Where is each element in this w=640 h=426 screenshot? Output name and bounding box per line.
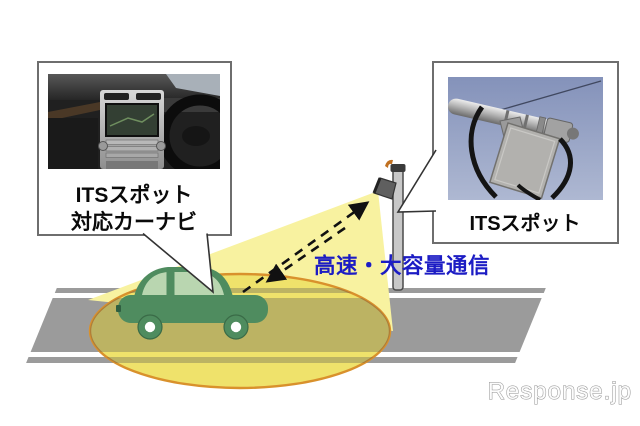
nav-screen xyxy=(105,103,159,137)
pole-top-accent xyxy=(385,159,393,168)
antenna-pole xyxy=(372,159,406,291)
car-icon xyxy=(116,267,268,340)
antenna-head-tip xyxy=(372,177,382,194)
wood-trim xyxy=(48,102,100,121)
cable-right xyxy=(550,137,573,200)
roadside-antenna-photo xyxy=(448,77,603,200)
carnav-callout: ITSスポット 対応カーナビ xyxy=(37,61,232,294)
car-front-detail xyxy=(116,305,121,312)
car-navigation-photo xyxy=(48,74,220,169)
itsspot-callout-label: ITSスポット xyxy=(469,211,580,235)
cable-bottom xyxy=(516,183,542,200)
audio-slat-1 xyxy=(105,139,159,145)
console-knob-left xyxy=(98,141,108,151)
steering-hub xyxy=(182,126,210,146)
car-wheel-front xyxy=(137,314,163,340)
carnav-callout-label-line1: ITSスポット xyxy=(76,183,193,207)
console-lower xyxy=(106,161,158,169)
beam-speed-label: 高速・大容量通信 xyxy=(314,253,490,278)
rsu-box xyxy=(488,122,561,200)
console-knob-right xyxy=(156,141,166,151)
audio-slat-2 xyxy=(105,146,159,152)
nav-screen-map xyxy=(109,113,155,127)
carnav-callout-label-line2: 対応カーナビ xyxy=(71,210,197,234)
carnav-callout-tail xyxy=(142,232,214,294)
watermark: Response.jp xyxy=(488,378,632,405)
car-wheel-rear xyxy=(223,314,249,340)
itsspot-callout-tail xyxy=(396,149,437,213)
car-window-pillar xyxy=(166,270,175,296)
side-window-light xyxy=(166,74,220,96)
audio-slat-3 xyxy=(105,152,159,158)
cable-left xyxy=(468,105,498,199)
air-vent-left xyxy=(104,93,129,100)
air-vent-right xyxy=(136,93,161,100)
itsspot-callout: ITSスポット xyxy=(396,61,619,244)
door-panel xyxy=(48,118,98,169)
pole-top-cap xyxy=(390,164,406,172)
